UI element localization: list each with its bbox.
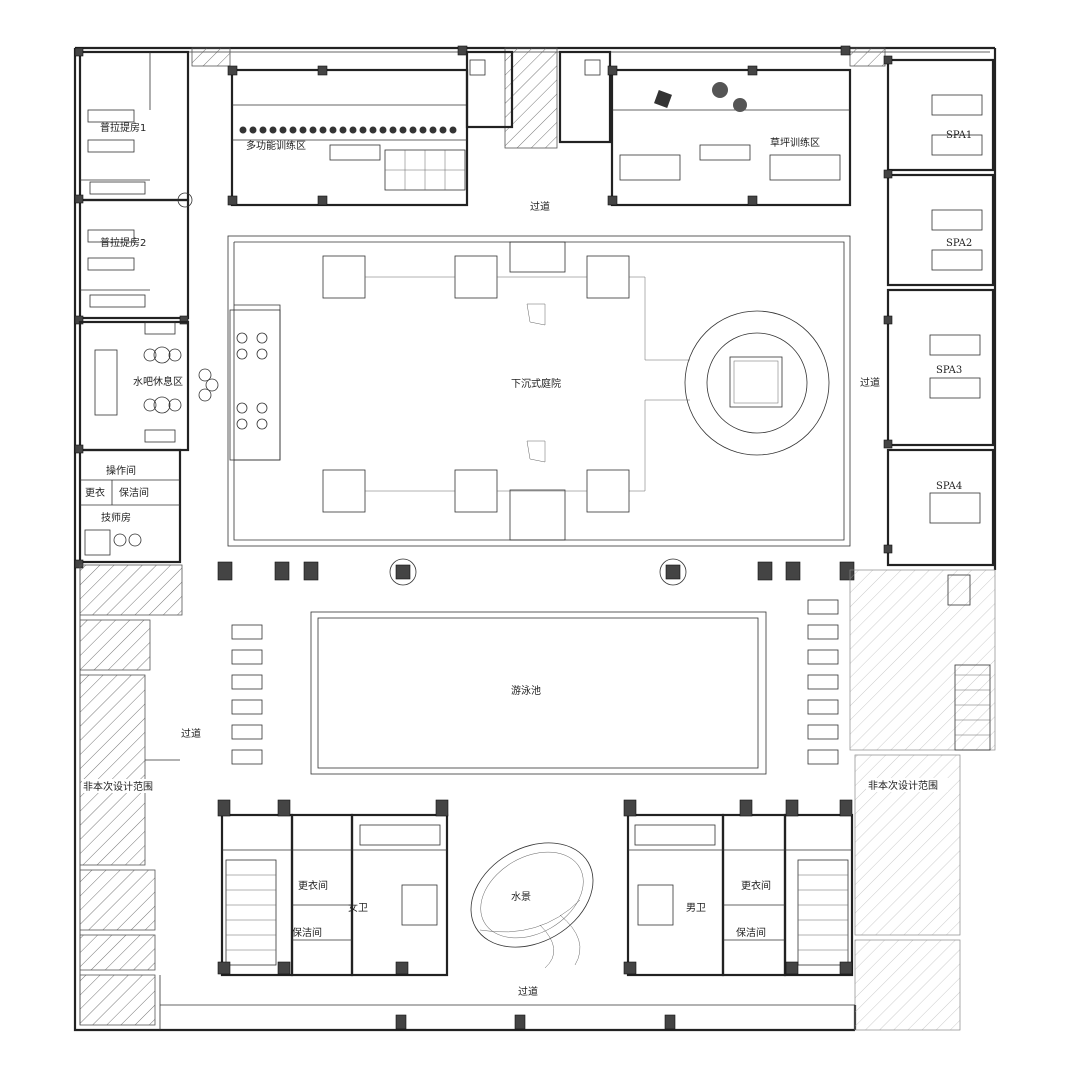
service-rooms xyxy=(74,444,182,569)
training-balls xyxy=(239,126,457,134)
corridor-left-label: 过道 xyxy=(181,727,201,740)
corridor-right-label: 过道 xyxy=(860,376,880,389)
out-of-scope-left-label: 非本次设计范围 xyxy=(83,780,153,793)
water-bar-label: 水吧休息区 xyxy=(133,375,183,388)
left-out-of-scope xyxy=(79,564,183,1026)
left-scope-label-bg xyxy=(82,779,158,793)
corridor-top-label: 过道 xyxy=(530,200,550,213)
water-feature xyxy=(470,842,594,969)
top-hatch-center xyxy=(504,47,558,149)
spa4-label: SPA4 xyxy=(936,481,962,492)
top-center-restrooms xyxy=(465,50,612,144)
top-hatch-left xyxy=(191,47,231,67)
lawn-training-label: 草坪训练区 xyxy=(770,136,820,149)
corridor-bottom-label: 过道 xyxy=(518,985,538,998)
lawn-training-area xyxy=(607,45,852,207)
sunken-courtyard-label: 下沉式庭院 xyxy=(511,377,561,390)
pool-label: 游泳池 xyxy=(511,684,541,697)
spa2-label: SPA2 xyxy=(946,238,972,249)
courtyard-columns xyxy=(217,558,855,586)
right-out-of-scope xyxy=(849,569,996,1031)
multi-training-area xyxy=(227,45,469,207)
cleaning-women-label: 保洁间 xyxy=(292,926,322,939)
spa-rooms xyxy=(883,55,995,567)
mens-wc-label: 男卫 xyxy=(686,902,706,914)
bottom-corridor xyxy=(159,975,855,1030)
womens-wc-label: 女卫 xyxy=(348,901,368,914)
sunken-courtyard xyxy=(227,235,851,547)
multi-training-label: 多功能训练区 xyxy=(246,139,306,152)
changing-small-label: 更衣 xyxy=(85,486,105,499)
womens-wing xyxy=(217,799,449,977)
changing-men-label: 更衣间 xyxy=(741,879,771,892)
right-scope-label-bg xyxy=(866,778,948,792)
water-feature-label: 水景 xyxy=(511,891,531,903)
pilates-room-2-label: 普拉提房2 xyxy=(100,236,146,249)
mens-wing xyxy=(623,799,854,977)
swimming-pool xyxy=(231,599,839,775)
top-hatch-right xyxy=(849,47,886,67)
cleaning-small-label: 保洁间 xyxy=(119,486,149,499)
spa3-label: SPA3 xyxy=(936,365,962,376)
cleaning-men-label: 保洁间 xyxy=(736,926,766,939)
operation-room-label: 操作间 xyxy=(106,464,136,477)
out-of-scope-right-label: 非本次设计范围 xyxy=(868,779,938,792)
technician-room-label: 技师房 xyxy=(101,511,131,524)
spa1-label: SPA1 xyxy=(946,130,972,141)
pilates-room-1-label: 普拉提房1 xyxy=(100,121,146,134)
pilates-rooms xyxy=(74,47,193,325)
changing-women-label: 更衣间 xyxy=(298,879,328,892)
